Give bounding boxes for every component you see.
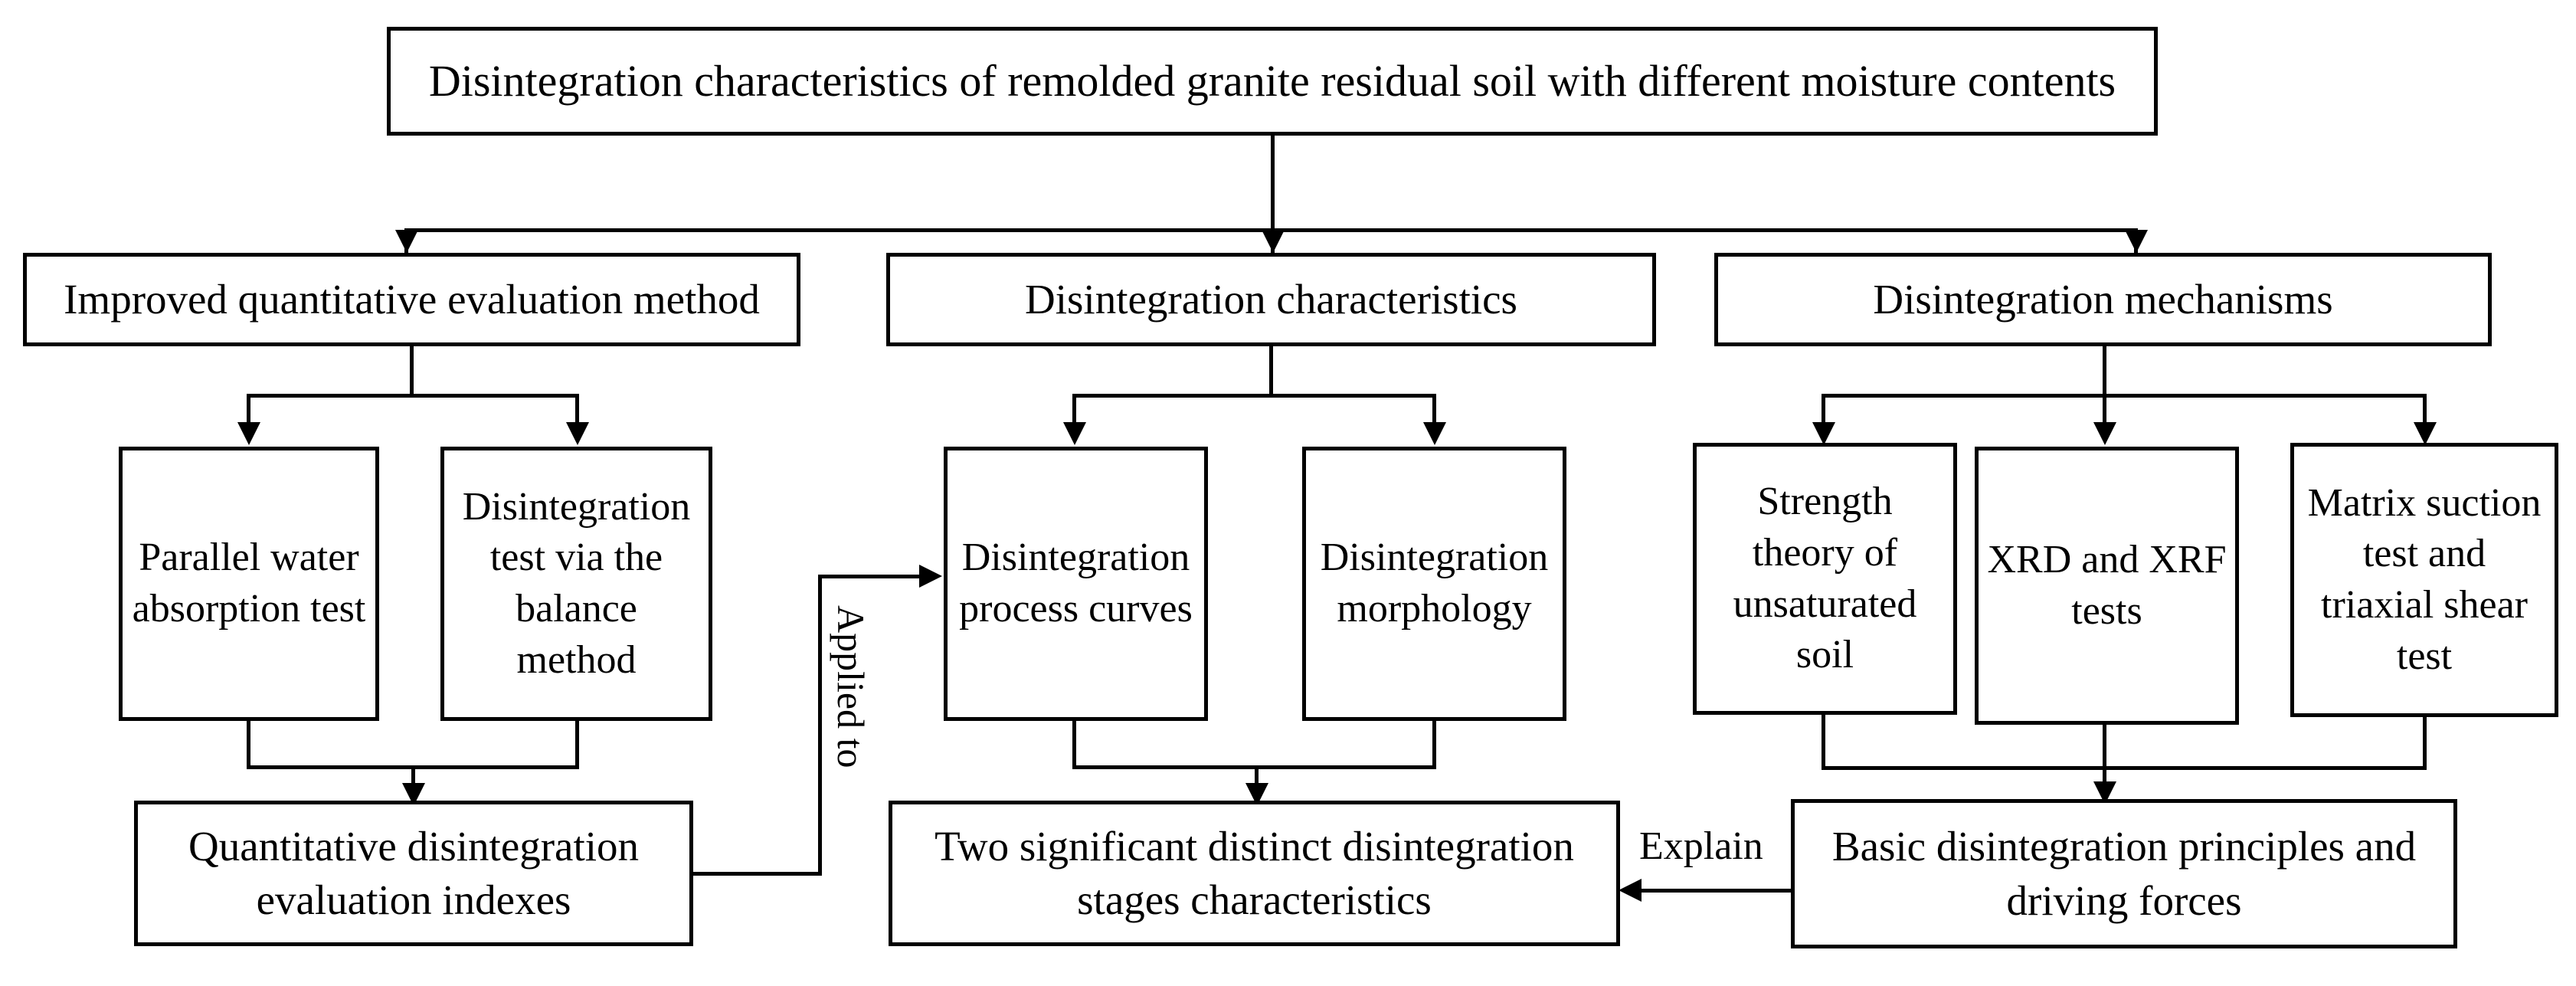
connector-merge-right-f bbox=[2103, 715, 2106, 770]
arrowhead-lvl3-c bbox=[1063, 422, 1086, 445]
connector-merge-right-g bbox=[2423, 715, 2427, 770]
arrowhead-applied-to bbox=[919, 565, 942, 588]
node-basic-disintegration-principles-driving-forces: Basic disintegration principles and driv… bbox=[1791, 799, 2457, 948]
connector-merge-left-stem bbox=[411, 765, 415, 790]
node-lvl3-d-label: Disintegration morphology bbox=[1320, 536, 1549, 631]
connector-left-b-drop bbox=[575, 394, 579, 424]
connector-right-f-drop bbox=[2103, 394, 2106, 424]
connector-applied-to-h1 bbox=[693, 872, 822, 876]
connector-left-a-drop bbox=[247, 394, 250, 424]
arrowhead-lvl3-g bbox=[2414, 422, 2437, 445]
connector-merge-right-e bbox=[1822, 715, 1825, 770]
connector-mid-bus bbox=[1072, 394, 1436, 398]
connector-merge-mid-stem bbox=[1255, 765, 1259, 790]
node-title: Disintegration characteristics of remold… bbox=[387, 27, 2158, 136]
connector-merge-left-b bbox=[575, 721, 579, 769]
connector-right-stem bbox=[2103, 346, 2106, 397]
node-two-significant-distinct-disintegration-stages: Two significant distinct disintegration … bbox=[889, 801, 1620, 946]
node-disintegration-characteristics: Disintegration characteristics bbox=[886, 253, 1656, 346]
arrowhead-lvl3-b bbox=[566, 422, 589, 445]
node-title-label: Disintegration characteristics of remold… bbox=[428, 55, 2116, 106]
connector-right-e-drop bbox=[1822, 394, 1825, 424]
connector-title-stem bbox=[1271, 136, 1275, 231]
node-lvl2-mid-label: Disintegration characteristics bbox=[1025, 275, 1517, 323]
connector-merge-right-stem bbox=[2103, 766, 2106, 789]
connector-applied-to-h2 bbox=[818, 575, 925, 578]
arrowhead-lvl3-f bbox=[2093, 422, 2116, 445]
node-disintegration-morphology: Disintegration morphology bbox=[1302, 447, 1566, 721]
connector-right-bus bbox=[1822, 394, 2427, 398]
node-lvl3-e-label: Strength theory of unsaturated soil bbox=[1733, 480, 1917, 677]
connector-merge-left-a bbox=[247, 721, 250, 769]
edge-label-applied-to: Applied to bbox=[829, 605, 873, 768]
node-improved-quantitative-evaluation-method: Improved quantitative evaluation method bbox=[23, 253, 800, 346]
connector-right-g-drop bbox=[2423, 394, 2427, 424]
connector-mid-c-drop bbox=[1072, 394, 1076, 424]
connector-mid-d-drop bbox=[1432, 394, 1436, 424]
arrowhead-lvl3-e bbox=[1812, 422, 1835, 445]
connector-applied-to-v bbox=[818, 575, 822, 876]
node-lvl3-b-label: Disintegration test via the balance meth… bbox=[462, 484, 691, 682]
connector-merge-right-bus bbox=[1822, 766, 2427, 770]
node-matrix-suction-triaxial-shear-test: Matrix suction test and triaxial shear t… bbox=[2290, 443, 2558, 717]
arrowhead-lvl3-a bbox=[237, 422, 260, 445]
node-lvl3-g-label: Matrix suction test and triaxial shear t… bbox=[2307, 480, 2542, 678]
node-disintegration-process-curves: Disintegration process curves bbox=[944, 447, 1208, 721]
node-lvl4-left-label: Quantitative disintegration evaluation i… bbox=[188, 822, 640, 923]
node-lvl3-c-label: Disintegration process curves bbox=[959, 536, 1193, 631]
node-lvl4-mid-label: Two significant distinct disintegration … bbox=[934, 822, 1574, 923]
node-lvl3-f-label: XRD and XRF tests bbox=[1987, 537, 2227, 633]
node-lvl2-left-label: Improved quantitative evaluation method bbox=[64, 275, 760, 323]
connector-merge-mid-bus bbox=[1072, 765, 1436, 769]
node-lvl4-right-label: Basic disintegration principles and driv… bbox=[1831, 823, 2417, 924]
node-disintegration-mechanisms: Disintegration mechanisms bbox=[1714, 253, 2492, 346]
connector-merge-mid-d bbox=[1432, 721, 1436, 769]
edge-label-explain: Explain bbox=[1639, 824, 1763, 869]
arrowhead-level2-right bbox=[2125, 230, 2148, 253]
connector-mid-stem bbox=[1269, 346, 1273, 397]
connector-merge-mid-c bbox=[1072, 721, 1076, 769]
connector-left-stem bbox=[410, 346, 414, 397]
connector-left-bus bbox=[247, 394, 579, 398]
arrowhead-lvl3-d bbox=[1423, 422, 1446, 445]
connector-explain-line bbox=[1642, 889, 1793, 893]
node-lvl2-right-label: Disintegration mechanisms bbox=[1873, 275, 2333, 323]
node-strength-theory-unsaturated-soil: Strength theory of unsaturated soil bbox=[1693, 443, 1957, 715]
node-xrd-xrf-tests: XRD and XRF tests bbox=[1975, 447, 2239, 725]
arrowhead-explain bbox=[1619, 879, 1642, 902]
node-lvl3-a-label: Parallel water absorption test bbox=[132, 536, 366, 631]
arrowhead-level2-left bbox=[395, 230, 418, 253]
node-parallel-water-absorption-test: Parallel water absorption test bbox=[119, 447, 379, 721]
node-quantitative-disintegration-evaluation-indexes: Quantitative disintegration evaluation i… bbox=[134, 801, 693, 946]
arrowhead-level2-mid bbox=[1262, 230, 1285, 253]
node-disintegration-test-balance-method: Disintegration test via the balance meth… bbox=[440, 447, 712, 721]
